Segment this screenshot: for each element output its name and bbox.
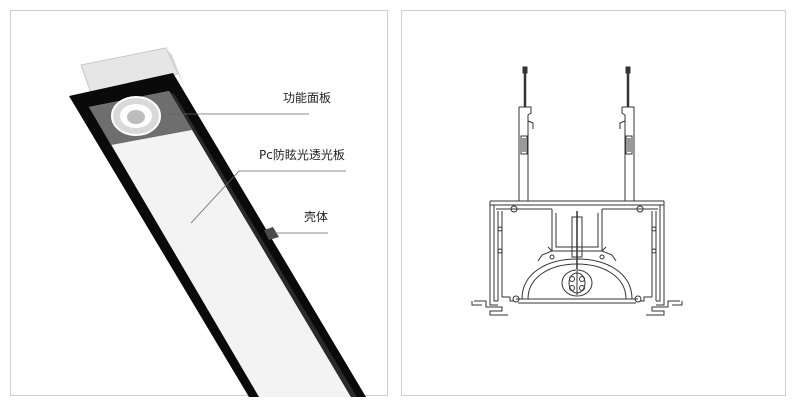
hanger-bracket-right xyxy=(619,106,635,201)
housing-highlight xyxy=(264,227,279,240)
label-pc-diffuser: Pc防眩光透光板 xyxy=(259,148,345,162)
product-cutaway-drawing xyxy=(69,47,366,397)
housing-inner-edge xyxy=(169,91,357,397)
cross-section-drawing xyxy=(471,66,683,316)
callout-line-diffuser-diag xyxy=(190,170,240,224)
cross-section-panel xyxy=(401,10,786,396)
end-cap-side xyxy=(166,48,183,83)
housing-side-right xyxy=(640,201,683,316)
lamp-module xyxy=(537,209,617,269)
spotlight-core-icon xyxy=(127,110,145,124)
hanger-bracket-left xyxy=(518,106,534,201)
reflector-dome xyxy=(512,258,642,304)
suspension-cables xyxy=(522,66,631,107)
label-function-panel: 功能面板 xyxy=(283,91,332,105)
product-cutaway-panel: 功能面板 Pc防眩光透光板 壳体 xyxy=(10,10,388,397)
housing-side-left xyxy=(471,201,514,316)
light-source-icon xyxy=(561,269,593,297)
label-housing: 壳体 xyxy=(304,210,329,224)
diffuser-panel xyxy=(89,91,351,397)
housing-top-rail xyxy=(490,200,664,213)
